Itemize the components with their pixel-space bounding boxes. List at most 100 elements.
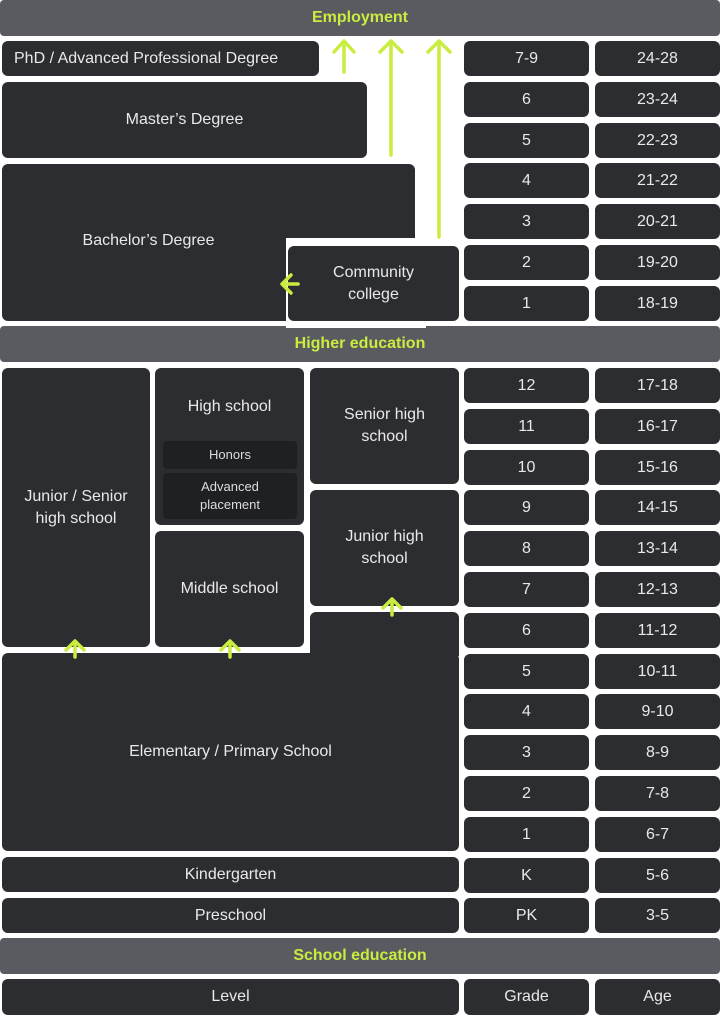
age-value: 16-17 [637, 417, 678, 435]
school-age-cell: 14-15 [595, 490, 720, 525]
higher-grade-cell: 5 [464, 123, 589, 158]
school-age-cell: 12-13 [595, 572, 720, 607]
school-age-cell: 16-17 [595, 409, 720, 444]
age-value: 24-28 [637, 49, 678, 67]
phd-box: PhD / Advanced Professional Degree [2, 41, 319, 76]
grade-value: PK [515, 906, 538, 924]
arrow-up-icon [332, 39, 356, 74]
arrow-up-icon [378, 39, 404, 157]
advanced-placement-box: Advanced placement [163, 473, 297, 519]
higher-age-cell: 24-28 [595, 41, 720, 76]
grade-value: 4 [522, 702, 531, 720]
higher-grade-cell: 2 [464, 245, 589, 280]
age-value: 12-13 [637, 580, 678, 598]
grade-value: 11 [518, 417, 535, 435]
age-value: 19-20 [637, 253, 678, 271]
school-grade-cell: K [464, 858, 589, 893]
age-value: 17-18 [637, 376, 678, 394]
age-value: 10-11 [637, 662, 678, 680]
school-grade-cell: 5 [464, 654, 589, 689]
grade-value: K [521, 866, 532, 884]
grade-value: 1 [522, 825, 531, 843]
junior-high-box: Junior high school [310, 490, 459, 606]
higher-education-label: Higher education [294, 335, 426, 352]
middle-school-box: Middle school [155, 531, 304, 647]
age-value: 8-9 [645, 743, 670, 761]
age-value: 15-16 [637, 458, 678, 476]
higher-age-cell: 21-22 [595, 163, 720, 198]
school-age-cell: 11-12 [595, 613, 720, 648]
high-school-label: High school [187, 398, 272, 415]
grade-value: 6 [522, 621, 531, 639]
grade-value: 7 [522, 580, 531, 598]
grade-value: 9 [522, 498, 531, 516]
grade-value: 5 [522, 662, 531, 680]
higher-age-cell: 19-20 [595, 245, 720, 280]
age-value: 7-8 [645, 784, 670, 802]
elementary-label: Elementary / Primary School [129, 743, 332, 761]
grade-value: 3 [522, 212, 531, 230]
community-college-box: Community college [288, 246, 459, 321]
age-value: 3-5 [645, 906, 670, 924]
grade-value: 2 [522, 784, 531, 802]
school-grade-cell: 10 [464, 450, 589, 485]
school-grade-cell: 12 [464, 368, 589, 403]
junior-senior-high-label: Junior / Senior high school [24, 487, 128, 527]
higher-grade-cell: 3 [464, 204, 589, 239]
middle-school-label: Middle school [180, 580, 279, 598]
phd-label: PhD / Advanced Professional Degree [14, 49, 279, 67]
preschool-label: Preschool [194, 906, 267, 924]
grade-value: 6 [522, 90, 531, 108]
higher-age-cell: 23-24 [595, 82, 720, 117]
school-grade-cell: 7 [464, 572, 589, 607]
grade-value: 1 [522, 294, 531, 312]
grade-value: 10 [517, 458, 536, 476]
elementary-box-extension [310, 612, 459, 656]
school-grade-cell: 11 [464, 409, 589, 444]
age-value: 9-10 [641, 702, 674, 720]
school-education-band: School education [0, 938, 720, 974]
higher-age-cell: 18-19 [595, 286, 720, 321]
school-grade-cell: 1 [464, 817, 589, 852]
masters-label: Master’s Degree [125, 111, 244, 129]
kindergarten-label: Kindergarten [184, 865, 277, 883]
school-age-cell: 17-18 [595, 368, 720, 403]
school-age-cell: 6-7 [595, 817, 720, 852]
grade-value: 4 [522, 171, 531, 189]
higher-grade-cell: 4 [464, 163, 589, 198]
age-header: Age [595, 979, 720, 1015]
age-value: 5-6 [645, 866, 670, 884]
higher-age-cell: 20-21 [595, 204, 720, 239]
school-grade-cell: 4 [464, 694, 589, 729]
grade-value: 5 [522, 131, 531, 149]
employment-band: Employment [0, 0, 720, 36]
senior-high-label: Senior high school [344, 406, 425, 445]
age-header-label: Age [643, 988, 672, 1006]
level-header-label: Level [211, 988, 250, 1006]
higher-grade-cell: 7-9 [464, 41, 589, 76]
advanced-placement-label: Advanced placement [200, 479, 260, 512]
age-value: 23-24 [637, 90, 678, 108]
honors-box: Honors [163, 441, 297, 469]
grade-value: 2 [522, 253, 531, 271]
higher-grade-cell: 6 [464, 82, 589, 117]
grade-header: Grade [464, 979, 589, 1015]
school-age-cell: 15-16 [595, 450, 720, 485]
school-grade-cell: PK [464, 898, 589, 933]
school-grade-cell: 8 [464, 531, 589, 566]
age-value: 6-7 [645, 825, 670, 843]
age-value: 14-15 [637, 498, 678, 516]
age-value: 22-23 [637, 131, 678, 149]
school-grade-cell: 6 [464, 613, 589, 648]
school-grade-cell: 2 [464, 776, 589, 811]
school-age-cell: 9-10 [595, 694, 720, 729]
arrow-up-icon [426, 39, 452, 239]
age-value: 20-21 [637, 212, 678, 230]
elementary-box: Elementary / Primary School [2, 653, 459, 851]
preschool-box: Preschool [2, 898, 459, 933]
masters-box: Master’s Degree [2, 82, 367, 158]
higher-age-cell: 22-23 [595, 123, 720, 158]
grade-value: 8 [522, 539, 531, 557]
kindergarten-box: Kindergarten [2, 857, 459, 892]
school-education-label: School education [293, 947, 427, 964]
